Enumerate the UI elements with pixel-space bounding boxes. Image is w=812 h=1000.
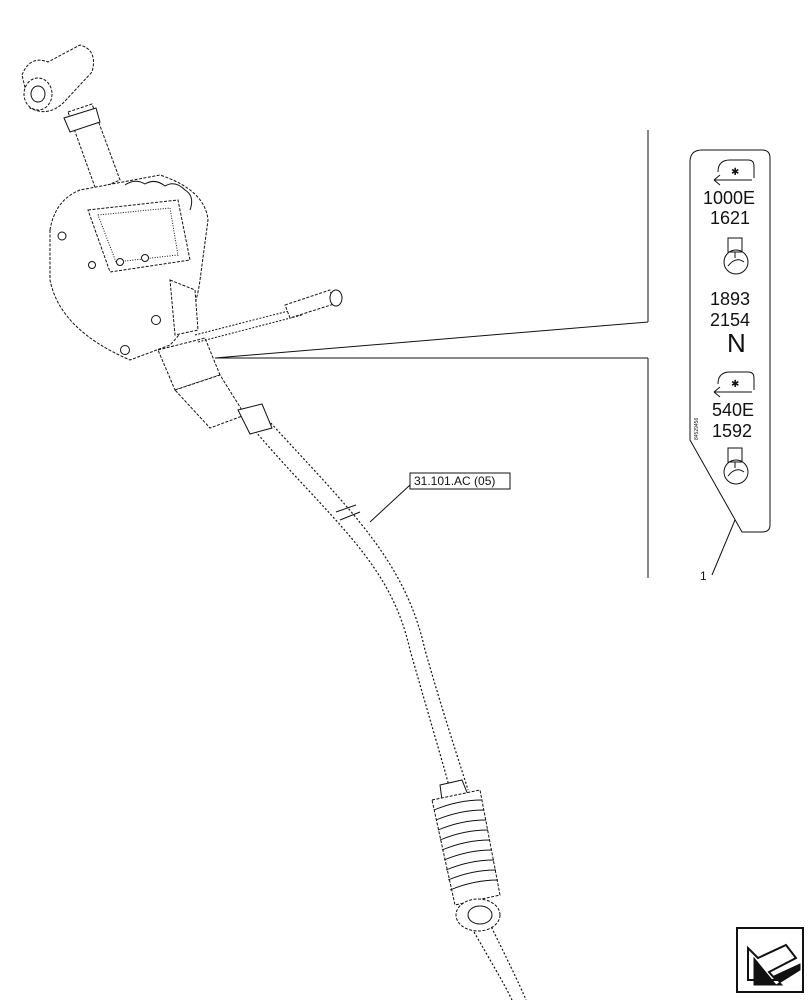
cable-bellows-boot (431, 779, 501, 932)
decal-rpm-top: 1621 (710, 208, 750, 228)
decal-rpm-mid-b: 2154 (710, 310, 750, 330)
pto-lever-icon (723, 237, 749, 275)
control-cable (249, 419, 527, 1000)
decal-neutral: N (727, 328, 746, 358)
pto-control-lever-assembly (21, 44, 343, 435)
callout-number: 1 (700, 569, 707, 583)
decal-speed-top: 1000E (703, 188, 755, 208)
navigation-arrow-button[interactable] (736, 927, 804, 993)
decal-speed-bottom: 540E (712, 400, 754, 420)
svg-text:✱: ✱ (731, 167, 739, 178)
decal-part-code: 84529456 (694, 418, 700, 440)
navigation-arrow-icon (747, 943, 801, 986)
reference-label-text: 31.101.AC (05) (414, 474, 495, 488)
pto-rotation-icon: ✱ (713, 159, 755, 186)
pto-rotation-icon: ✱ (713, 371, 755, 398)
pto-lever-icon (723, 447, 749, 485)
decal-rpm-mid-a: 1893 (710, 289, 750, 309)
pto-speed-decal: ✱ 1000E 1621 1893 2154 N ✱ 540E 1592 845… (689, 149, 771, 533)
svg-text:✱: ✱ (731, 379, 739, 390)
decal-rpm-bottom: 1592 (712, 421, 752, 441)
leader-lines (214, 130, 741, 578)
reference-label[interactable]: 31.101.AC (05) (409, 472, 511, 490)
